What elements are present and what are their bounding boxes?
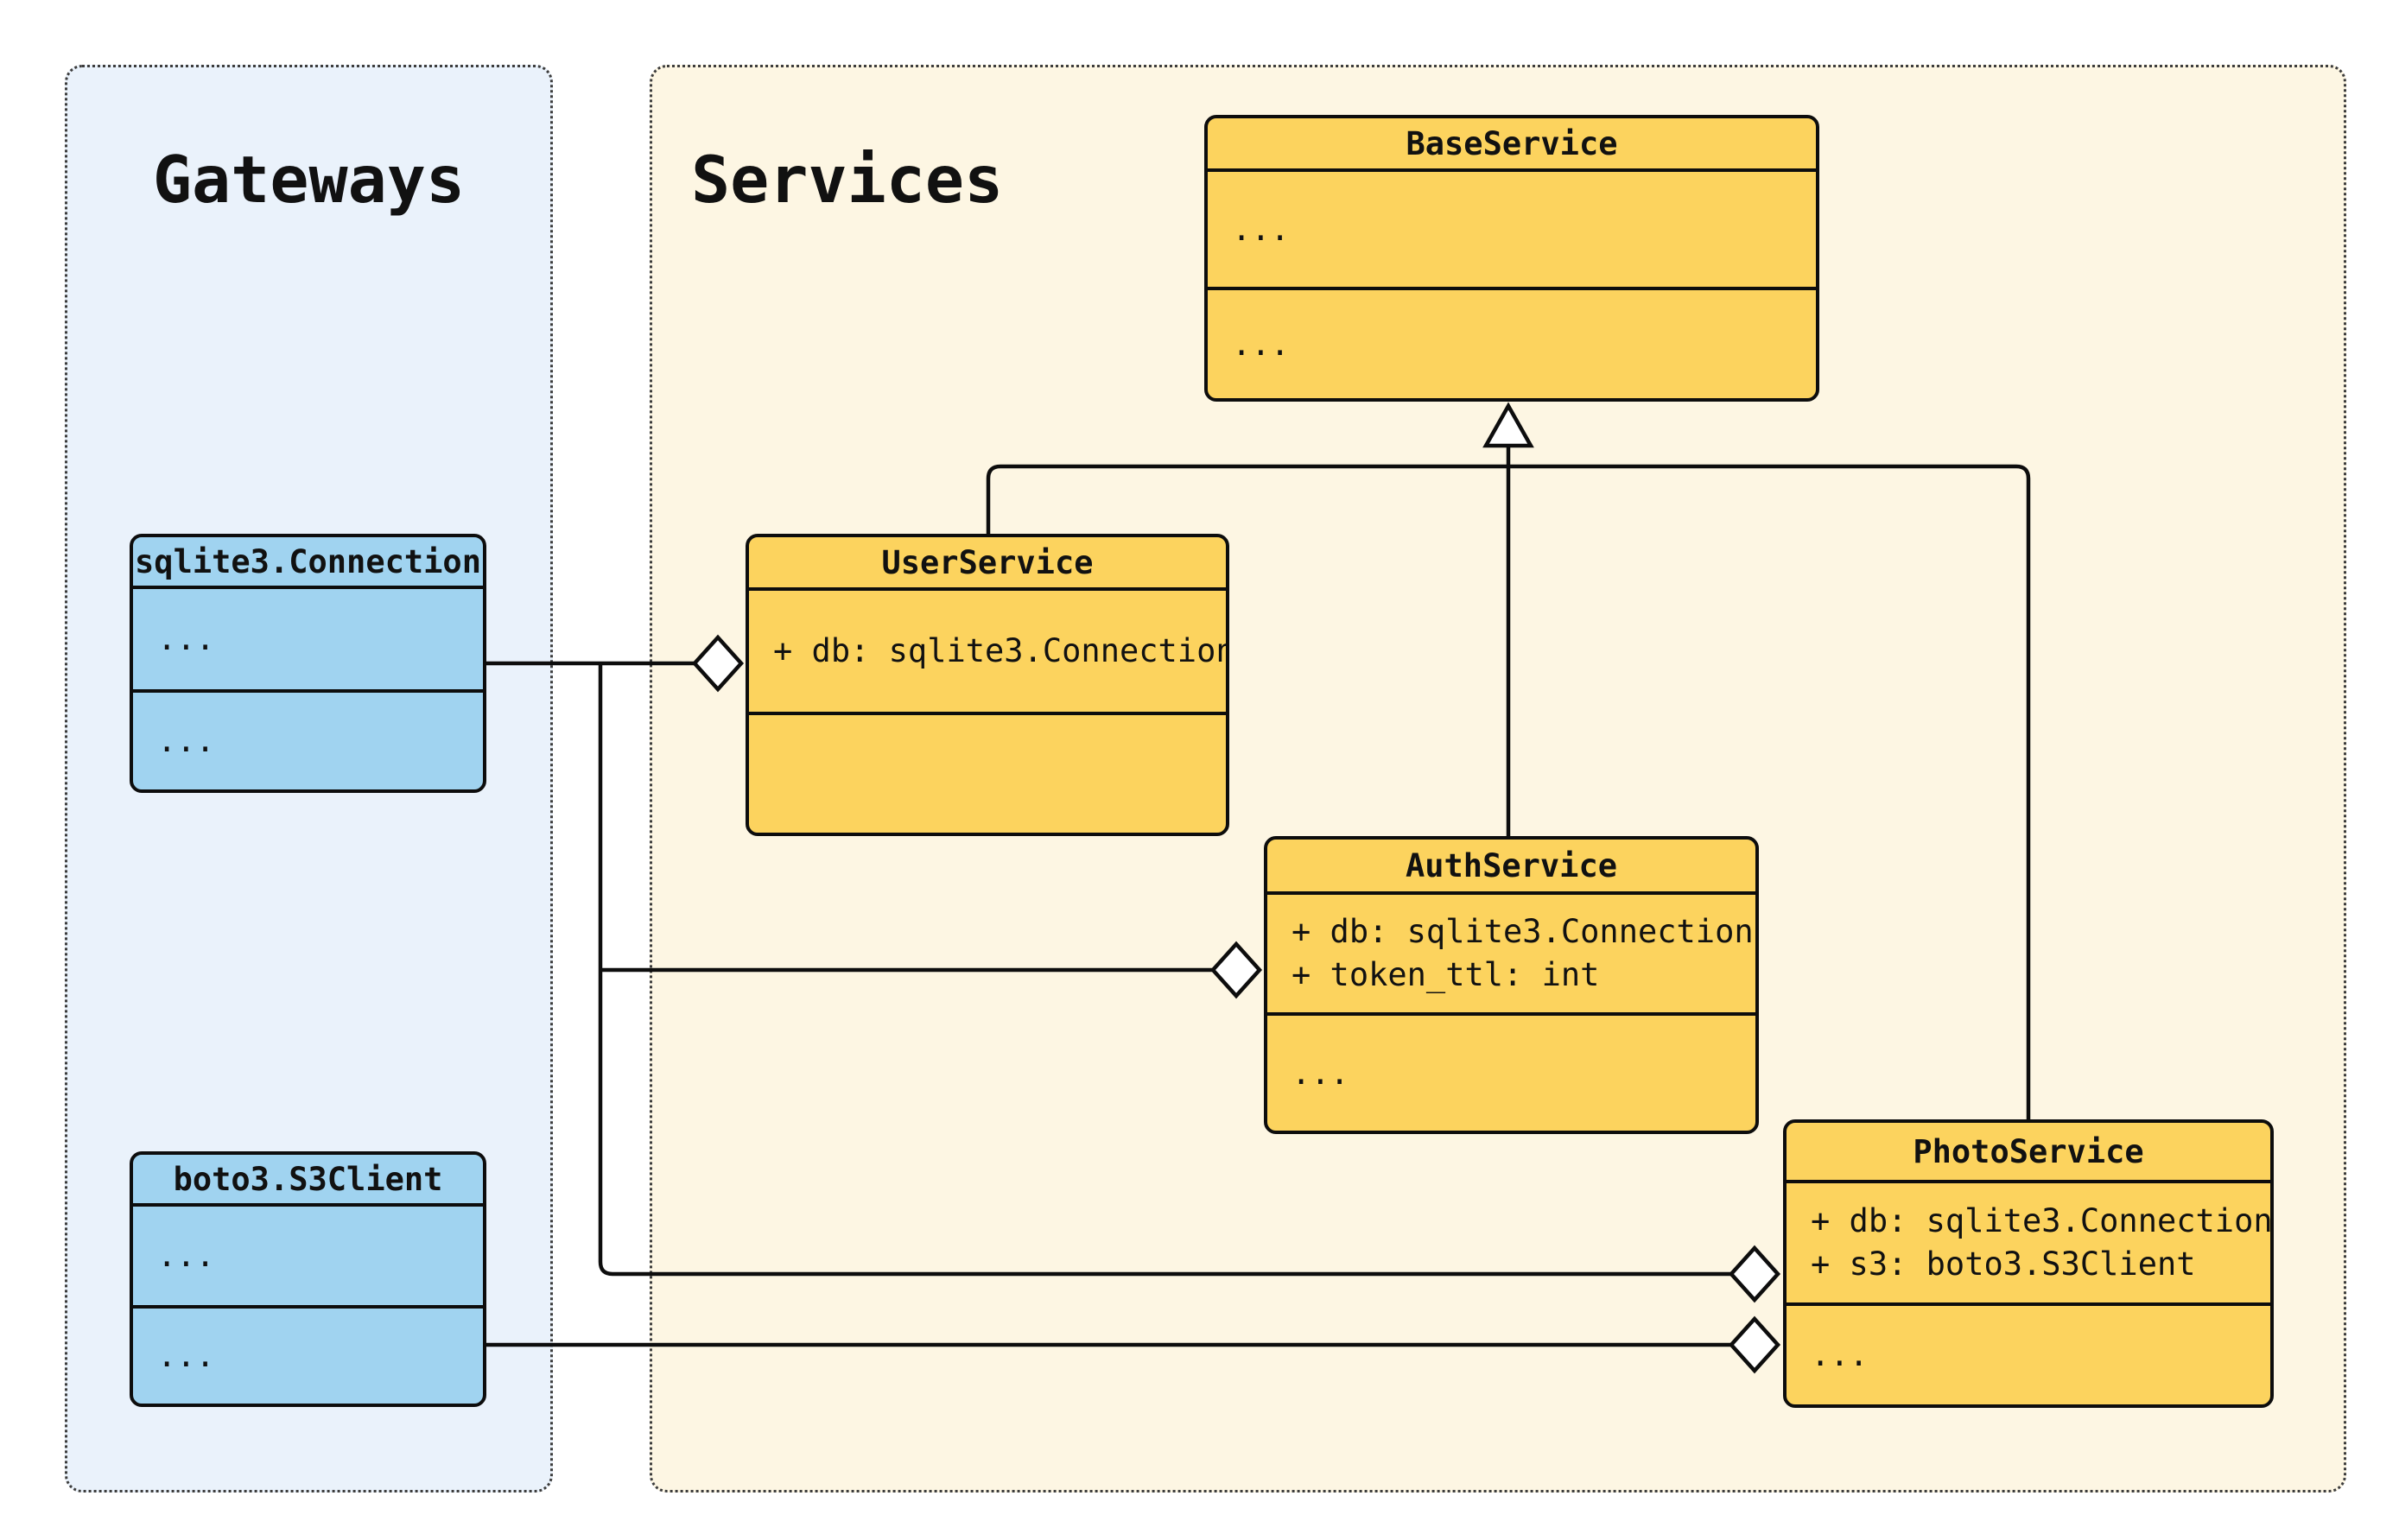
class-title: boto3.S3Client (133, 1155, 483, 1207)
class-title: PhotoService (1787, 1123, 2270, 1183)
attributes-compartment: ... (133, 589, 483, 693)
services-title: Services (691, 142, 1004, 218)
attribute: + db: sqlite3.Connection (1811, 1202, 2273, 1239)
methods-compartment: ... (1787, 1306, 2270, 1404)
aggregation-edge-sqlite-photoservice (598, 663, 1731, 1277)
aggregation-diamond-icon (1728, 1315, 1781, 1374)
methods-compartment: ... (1208, 290, 1816, 398)
method: ... (1811, 1336, 1869, 1373)
gateways-title: Gateways (152, 142, 466, 218)
class-box-boto3-s3client: boto3.S3Client ... ... (130, 1151, 486, 1407)
inheritance-triangle-icon (1482, 402, 1534, 448)
method: ... (1292, 1054, 1349, 1092)
attribute: + db: sqlite3.Connection (1292, 913, 1754, 950)
attribute: + token_ttl: int (1292, 956, 1600, 993)
aggregation-diamond-icon (1728, 1245, 1781, 1303)
class-box-authservice: AuthService + db: sqlite3.Connection + t… (1264, 836, 1759, 1134)
class-title: UserService (749, 537, 1226, 591)
methods-compartment: ... (133, 1309, 483, 1404)
method: ... (157, 722, 215, 759)
class-title: sqlite3.Connection (133, 537, 483, 589)
attribute: ... (157, 1237, 215, 1274)
attribute: ... (1232, 210, 1290, 248)
attributes-compartment: ... (133, 1207, 483, 1309)
attribute: + db: sqlite3.Connection (773, 632, 1229, 669)
attributes-compartment: + db: sqlite3.Connection (749, 591, 1226, 715)
class-box-baseservice: BaseService ... ... (1204, 115, 1819, 402)
aggregation-diamond-icon (1209, 941, 1263, 999)
methods-compartment: ... (1267, 1016, 1755, 1131)
attribute: + s3: boto3.S3Client (1811, 1245, 2196, 1283)
attributes-compartment: + db: sqlite3.Connection + s3: boto3.S3C… (1787, 1183, 2270, 1306)
aggregation-diamond-icon (691, 634, 745, 693)
class-box-userservice: UserService + db: sqlite3.Connection (746, 534, 1229, 836)
class-box-photoservice: PhotoService + db: sqlite3.Connection + … (1783, 1119, 2274, 1408)
attributes-compartment: + db: sqlite3.Connection + token_ttl: in… (1267, 895, 1755, 1016)
class-title: AuthService (1267, 840, 1755, 895)
methods-compartment (749, 715, 1226, 833)
class-box-sqlite3-connection: sqlite3.Connection ... ... (130, 534, 486, 793)
inheritance-edge-userservice-photoservice-baseservice (986, 464, 2031, 1119)
methods-compartment: ... (133, 693, 483, 789)
method: ... (1232, 325, 1290, 363)
attribute: ... (157, 620, 215, 657)
attributes-compartment: ... (1208, 172, 1816, 290)
class-title: BaseService (1208, 118, 1816, 172)
method: ... (157, 1337, 215, 1374)
